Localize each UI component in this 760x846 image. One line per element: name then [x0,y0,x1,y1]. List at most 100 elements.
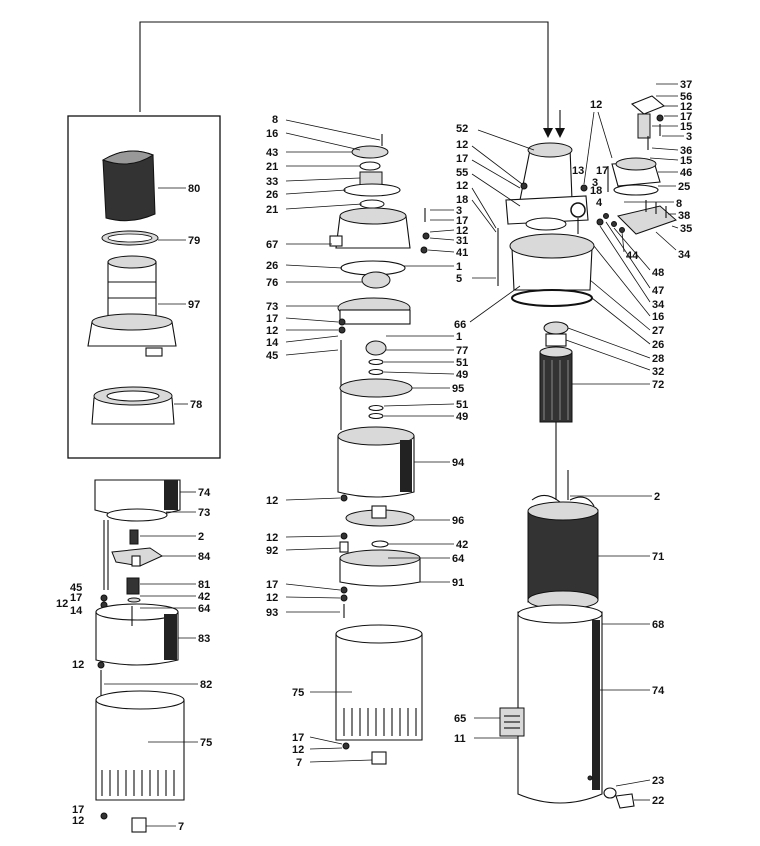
callout-12: 12 [292,744,304,756]
callout-55: 55 [456,167,468,179]
callout-27: 27 [652,325,664,337]
callout-21: 21 [266,161,278,173]
callout-49: 49 [456,369,468,381]
callout-4: 4 [596,197,603,209]
inset-panel: 80 79 97 78 [67,115,221,459]
callout-42: 42 [198,591,210,603]
callout-56: 56 [680,91,692,103]
callout-18: 18 [590,185,602,197]
callout-66: 66 [454,319,466,331]
callout-46: 46 [680,167,692,179]
callout-83: 83 [198,633,210,645]
callout-77: 77 [456,345,468,357]
callout-72: 72 [652,379,664,391]
callout-12: 12 [72,815,84,827]
callout-2: 2 [654,491,660,503]
callout-3: 3 [592,177,598,189]
callout-3: 3 [456,205,462,217]
callout-17: 17 [680,111,692,123]
callout-14: 14 [70,605,83,617]
callout-18: 18 [456,194,468,206]
callout-32: 32 [652,366,664,378]
callout-17: 17 [266,313,278,325]
arrow-down-icon [543,128,553,138]
callout-31: 31 [456,235,468,247]
callout-8: 8 [272,114,278,126]
callout-12: 12 [266,325,278,337]
callout-17: 17 [70,592,82,604]
callout-74: 74 [652,685,665,697]
callout-93: 93 [266,607,278,619]
callout-12: 12 [456,180,468,192]
callout-76: 76 [266,277,278,289]
callout-92: 92 [266,545,278,557]
callout-7: 7 [296,757,302,769]
callout-11: 11 [454,733,466,745]
callout-17: 17 [266,579,278,591]
callout-74: 74 [198,487,211,499]
callout-71: 71 [652,551,664,563]
callout-91: 91 [452,577,464,589]
callout-75: 75 [292,687,304,699]
callout-82: 82 [200,679,212,691]
callout-94: 94 [452,457,465,469]
callout-17: 17 [596,165,608,177]
arrow-down-icon [555,128,565,138]
callout-41: 41 [456,247,468,259]
middle-assembly: 8 16 43 21 33 26 21 67 26 76 73 17 12 14… [266,114,496,769]
callout-84: 84 [198,551,211,563]
callout-81: 81 [198,579,210,591]
callout-64: 64 [198,603,211,615]
callout-75: 75 [200,737,212,749]
callout-1: 1 [456,261,462,273]
left-assembly: 74 73 2 84 81 45 17 12 14 42 64 83 12 82… [56,479,212,833]
callout-37: 37 [680,79,692,91]
callout-44: 44 [626,250,639,262]
callout-51: 51 [456,357,468,369]
callout-13: 13 [572,165,584,177]
callout-17: 17 [72,804,84,816]
callout-42: 42 [456,539,468,551]
callout-12: 12 [456,139,468,151]
callout-17: 17 [456,153,468,165]
callout-73: 73 [198,507,210,519]
callout-34: 34 [652,299,665,311]
callout-67: 67 [266,239,278,251]
callout-15: 15 [680,155,692,167]
callout-12: 12 [56,598,68,610]
callout-7: 7 [178,821,184,833]
flange-part [91,386,175,425]
callout-26: 26 [266,260,278,272]
callout-45: 45 [70,582,82,594]
callout-68: 68 [652,619,664,631]
callout-48: 48 [652,267,664,279]
callout-12: 12 [266,495,278,507]
callout-12: 12 [266,532,278,544]
right-assembly: 52 12 17 55 12 18 66 13 18 4 12 17 3 37 … [454,79,692,809]
callout-21: 21 [266,204,278,216]
callout-80: 80 [188,183,200,195]
connector-line [139,21,565,138]
callout-78: 78 [190,399,202,411]
hose-part [101,150,156,222]
intake-slots [101,770,175,796]
callout-26: 26 [652,339,664,351]
callout-47: 47 [652,285,664,297]
callout-38: 38 [678,210,690,222]
callout-16: 16 [266,128,278,140]
callout-12: 12 [590,99,602,111]
callout-96: 96 [452,515,464,527]
callout-12: 12 [72,659,84,671]
callout-95: 95 [452,383,464,395]
callout-52: 52 [456,123,468,135]
callout-36: 36 [680,145,692,157]
coupling-part [87,255,177,357]
callout-14: 14 [266,337,279,349]
callout-64: 64 [452,553,465,565]
callout-15: 15 [680,121,692,133]
callout-1: 1 [456,331,462,343]
callout-34: 34 [678,249,691,261]
callout-17: 17 [456,215,468,227]
callout-2: 2 [198,531,204,543]
